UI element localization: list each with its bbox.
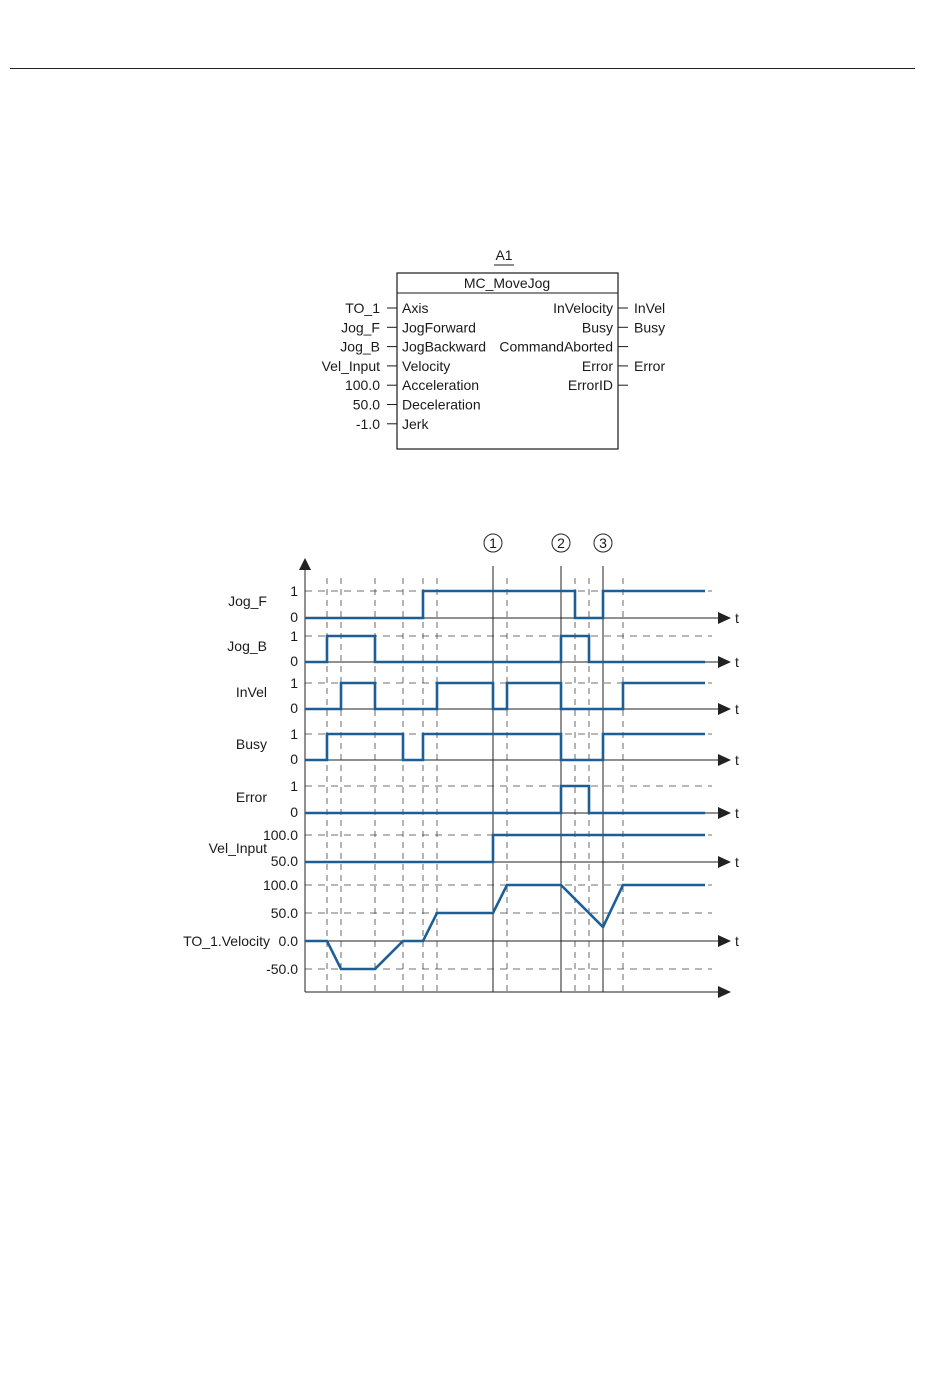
time-axis-label: t — [735, 610, 739, 626]
marker-circle — [551, 533, 571, 553]
signal-level-low: 0 — [290, 653, 298, 669]
signal-level-high: 1 — [290, 778, 298, 794]
signal-time-axis-arrow — [718, 856, 731, 868]
fb-output-value: Busy — [634, 319, 665, 335]
signal-level-low: 50.0 — [271, 853, 298, 869]
fb-input-value: 50.0 — [353, 397, 380, 413]
signal-level-high: 100.0 — [263, 827, 298, 843]
fb-title: MC_MoveJog — [464, 275, 550, 291]
time-axis-label: t — [735, 654, 739, 670]
velocity-level-label: -50.0 — [266, 961, 298, 977]
signal-level-low: 0 — [290, 804, 298, 820]
fb-input-param: Jerk — [402, 416, 429, 432]
signal-level-high: 1 — [290, 628, 298, 644]
timing-labels: t10Jog_Ft10Jog_Bt10InVelt10Busyt10Errort… — [183, 583, 739, 977]
velocity-signal-name: TO_1.Velocity — [183, 933, 270, 949]
signal-trace — [305, 589, 705, 620]
signal-level-high: 1 — [290, 583, 298, 599]
timing-axes — [299, 558, 731, 998]
fb-input-param: JogBackward — [402, 339, 486, 355]
velocity-trace — [305, 883, 705, 971]
time-axis-label: t — [735, 701, 739, 717]
signal-trace — [305, 833, 705, 864]
marker-number: 2 — [557, 535, 565, 551]
signal-name: Vel_Input — [209, 840, 267, 856]
fb-instance-name: A1 — [495, 247, 512, 263]
signal-name: Jog_F — [228, 593, 267, 609]
signal-time-axis-arrow — [718, 754, 731, 766]
fb-input-param: Axis — [402, 300, 428, 316]
signal-time-axis-arrow — [718, 807, 731, 819]
timing-markers: 1 2 3 — [483, 533, 613, 992]
signal-time-axis-arrow — [718, 656, 731, 668]
signal-name: Error — [236, 789, 267, 805]
time-axis-label: t — [735, 752, 739, 768]
timing-traces — [305, 589, 705, 971]
signal-level-high: 1 — [290, 726, 298, 742]
fb-input-param: Velocity — [402, 358, 450, 374]
time-axis-label: t — [735, 933, 739, 949]
fb-input-param: Deceleration — [402, 397, 481, 413]
velocity-level-label: 100.0 — [263, 877, 298, 893]
fb-input-value: Jog_B — [340, 339, 380, 355]
signal-trace — [305, 681, 705, 711]
time-bottom-axis-arrow — [718, 986, 731, 998]
fb-output-value: Error — [634, 358, 665, 374]
signal-name: Busy — [236, 736, 267, 752]
marker-circle — [593, 533, 613, 553]
fb-input-value: 100.0 — [345, 377, 380, 393]
signal-level-low: 0 — [290, 751, 298, 767]
signal-name: InVel — [236, 684, 267, 700]
fb-input-param: Acceleration — [402, 377, 479, 393]
fb-input-param: JogForward — [402, 319, 476, 335]
signal-level-high: 1 — [290, 675, 298, 691]
signal-time-axis-arrow — [718, 612, 731, 624]
fb-input-value: Jog_F — [341, 319, 380, 335]
time-axis-label: t — [735, 854, 739, 870]
fb-output-param: ErrorID — [568, 377, 613, 393]
velocity-level-label: 50.0 — [271, 905, 298, 921]
time-y-axis-arrow — [299, 558, 311, 570]
fb-input-value: TO_1 — [345, 300, 380, 316]
fb-output-param: Busy — [582, 319, 613, 335]
fb-input-value: -1.0 — [356, 416, 380, 432]
signal-level-low: 0 — [290, 609, 298, 625]
velocity-level-label: 0.0 — [279, 933, 299, 949]
marker-number: 1 — [489, 535, 497, 551]
marker-number: 3 — [599, 535, 607, 551]
fb-output-param: Error — [582, 358, 613, 374]
signal-time-axis-arrow — [718, 703, 731, 715]
signal-trace — [305, 784, 705, 815]
fb-output-value: InVel — [634, 300, 665, 316]
fb-output-param: CommandAborted — [499, 339, 613, 355]
fb-box — [396, 272, 619, 450]
time-axis-label: t — [735, 805, 739, 821]
signal-trace — [305, 634, 705, 664]
header-rule — [10, 68, 915, 69]
fb-output-param: InVelocity — [553, 300, 613, 316]
signal-level-low: 0 — [290, 700, 298, 716]
signal-trace — [305, 732, 705, 762]
fb-instance-label: A1 — [494, 247, 514, 266]
signal-time-axis-arrow — [718, 935, 731, 947]
marker-circle — [483, 533, 503, 553]
fb-input-value: Vel_Input — [322, 358, 380, 374]
signal-name: Jog_B — [227, 638, 267, 654]
timing-grid — [305, 578, 712, 992]
